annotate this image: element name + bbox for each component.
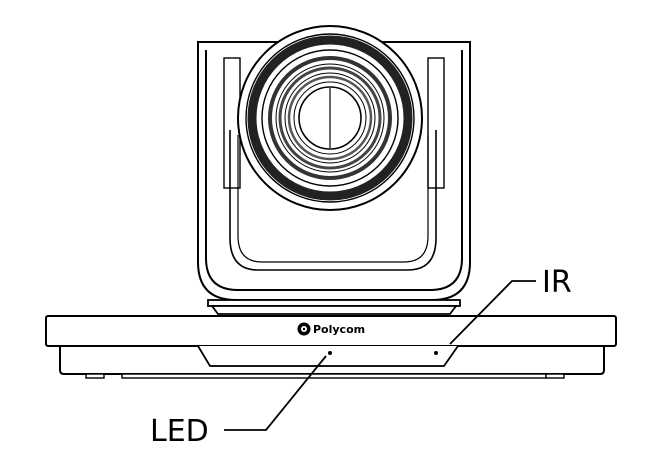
led-indicator [328,351,332,355]
ir-label: IR [542,265,572,300]
led-label: LED [150,414,209,449]
ir-leader-line [449,280,536,345]
camera-base [45,315,617,379]
polycom-logo: Polycom [297,322,365,336]
camera-neck [207,299,461,315]
led-leader-line [224,355,327,431]
polycom-logo-text: Polycom [313,323,365,336]
camera-lens [237,25,423,211]
ir-callout: IR [449,265,572,345]
led-callout: LED [150,355,327,449]
ir-sensor [434,351,438,355]
